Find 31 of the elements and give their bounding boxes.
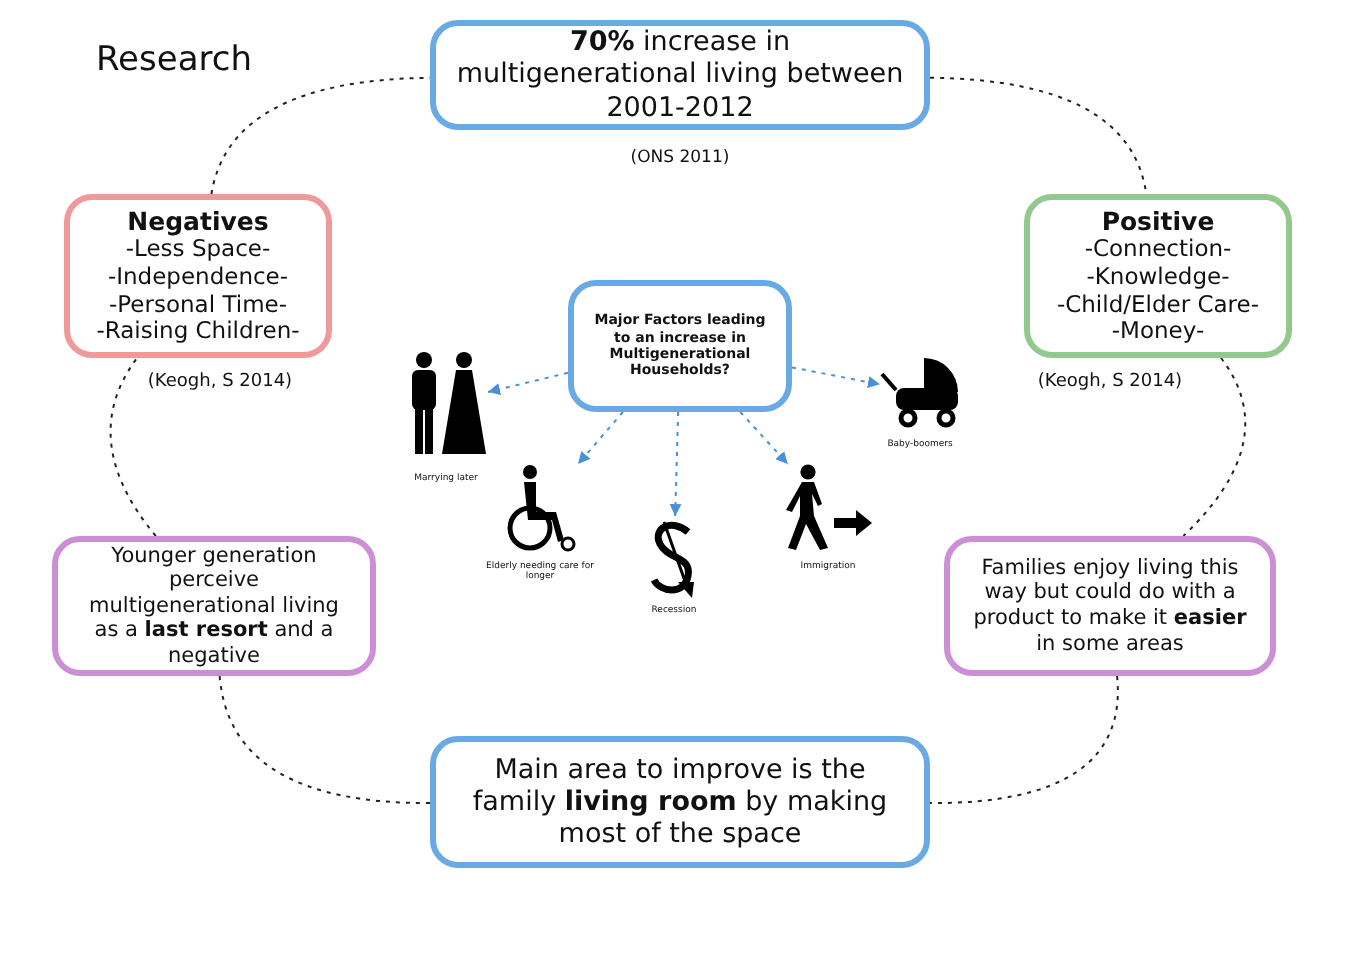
rounded-box (1024, 194, 1292, 358)
title: Research (96, 40, 252, 80)
rounded-box (430, 20, 930, 130)
box-text: Younger generation perceive multigenerational living as a last resort and a negative (87, 543, 341, 669)
arrow (791, 366, 881, 388)
box-text: -Connection- -Knowledge- -Child/Elder Care- -Money- (1054, 235, 1262, 347)
box-text: Families enjoy living this way but could do with a product to make it easier in some areas (971, 555, 1249, 657)
pram-icon (880, 356, 960, 428)
dotted-connector (929, 76, 1148, 195)
arrow (739, 411, 789, 465)
box-text: -Less Space- -Independence- -Personal Time- -Raising Children- (94, 235, 302, 347)
box-heading: Negatives (127, 205, 269, 236)
box-heading: Positive (1101, 205, 1215, 236)
citation: (Keogh, S 2014) (145, 372, 295, 392)
rounded-box (52, 536, 376, 676)
walking-person-icon (780, 464, 876, 552)
citation: (ONS 2011) (628, 148, 732, 168)
dotted-connector (218, 675, 431, 805)
rounded-box (430, 736, 930, 868)
citation: (Keogh, S 2014) (1035, 372, 1185, 392)
dotted-connector (929, 675, 1119, 805)
dotted-connector (1182, 357, 1247, 537)
rounded-box (568, 280, 792, 412)
rounded-box (944, 536, 1276, 676)
dotted-connector (109, 357, 157, 537)
box-text: 70% increase in multigenerational living between 2001-2012 (454, 26, 906, 124)
arrow (669, 411, 682, 517)
arrow (487, 371, 569, 395)
box-text: Main area to improve is the family living room by making most of the space (470, 753, 890, 851)
arrow (577, 411, 624, 465)
rounded-box (64, 194, 332, 358)
